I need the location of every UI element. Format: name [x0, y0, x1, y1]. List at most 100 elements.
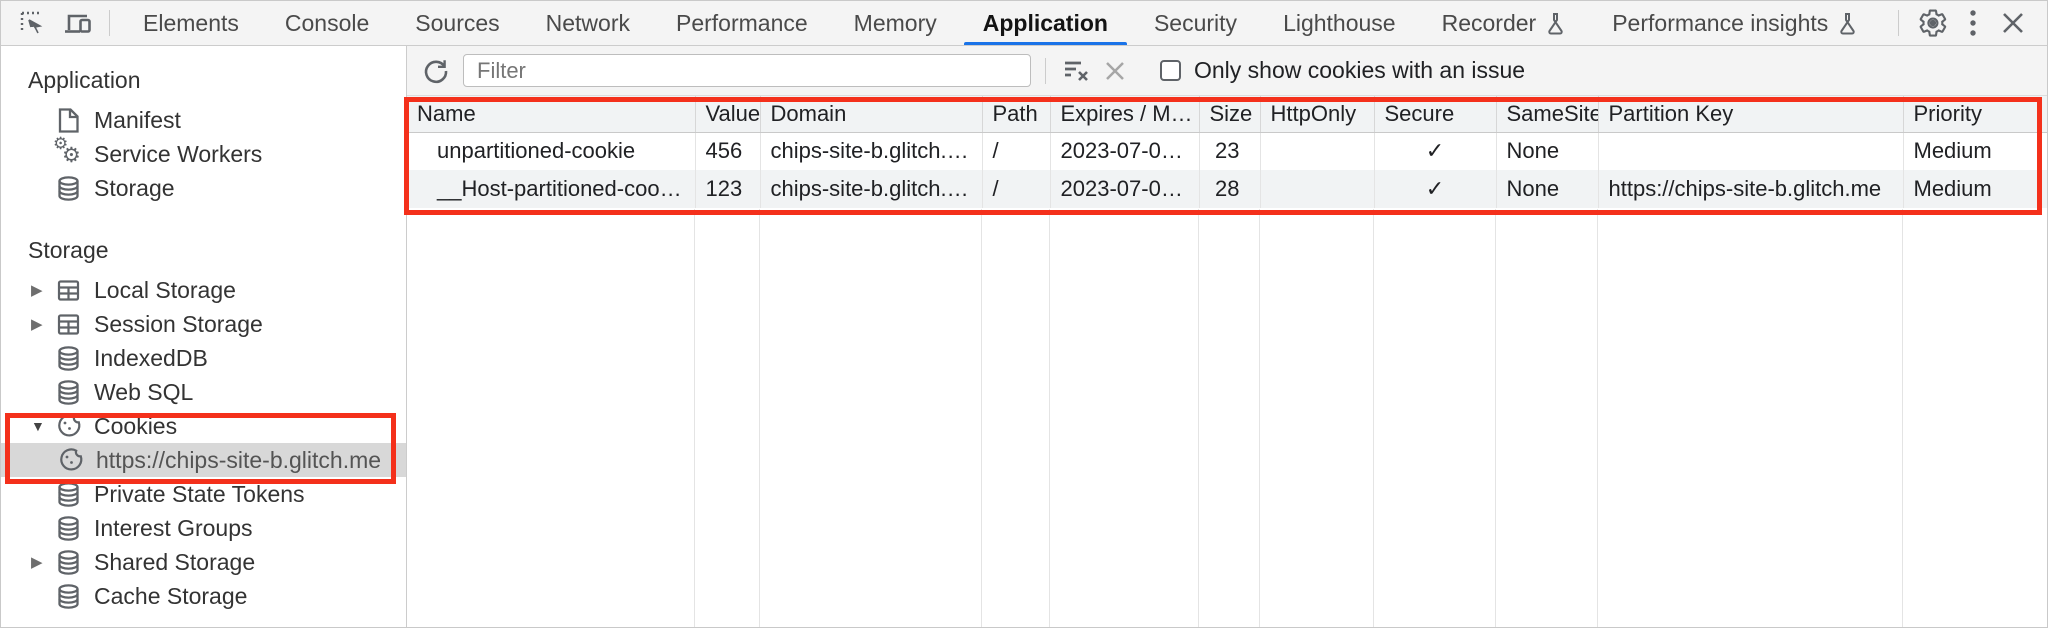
cookie-icon	[55, 413, 82, 440]
sidebar-item-manifest[interactable]: Manifest	[1, 103, 406, 137]
cell-size[interactable]: 23	[1199, 132, 1261, 170]
delete-cookie-icon[interactable]	[1096, 52, 1134, 90]
settings-gear-icon[interactable]	[1913, 3, 1953, 43]
column-header-samesite[interactable]: SameSite	[1496, 96, 1599, 133]
cell-secure[interactable]: ✓	[1374, 132, 1497, 170]
cell-partition-key[interactable]: https://chips-site-b.glitch.me	[1598, 170, 1904, 208]
tab-performance[interactable]: Performance	[676, 9, 808, 36]
sidebar-item-label: Interest Groups	[94, 514, 253, 541]
sidebar-item-storage[interactable]: Storage	[1, 171, 406, 205]
sidebar-item-cookies[interactable]: ▼ Cookies	[1, 409, 406, 443]
cell-httponly[interactable]	[1260, 170, 1375, 208]
cell-priority[interactable]: Medium	[1913, 138, 1992, 164]
cookies-toolbar: Only show cookies with an issue	[407, 46, 2047, 96]
cookies-panel: Only show cookies with an issue Name Val…	[407, 46, 2047, 627]
cell-httponly[interactable]	[1260, 132, 1375, 170]
cell-value[interactable]: 123	[695, 170, 761, 208]
service-workers-gears-icon: ⚙⚙	[53, 133, 81, 167]
column-header-name[interactable]: Name	[407, 96, 696, 133]
tab-sources[interactable]: Sources	[415, 9, 500, 36]
sidebar-item-shared-storage[interactable]: ▶ Shared Storage	[1, 545, 406, 579]
cell-samesite[interactable]: None	[1496, 170, 1599, 208]
sidebar-item-service-workers[interactable]: ⚙⚙ Service Workers	[1, 133, 406, 171]
more-options-icon[interactable]	[1953, 3, 1993, 43]
tab-performance-insights-label: Performance insights	[1612, 9, 1829, 36]
tab-elements[interactable]: Elements	[143, 9, 239, 36]
cell-name[interactable]: __Host-partitioned-cookie	[407, 170, 696, 208]
column-header-partition-key[interactable]: Partition Key	[1598, 96, 1904, 133]
toolbar-divider	[1045, 57, 1046, 84]
tab-security[interactable]: Security	[1153, 9, 1238, 36]
cell-path[interactable]: /	[982, 132, 1051, 170]
device-toolbar-icon[interactable]	[63, 8, 93, 38]
table-row[interactable]: unpartitioned-cookie 456 chips-site-b.gl…	[407, 132, 2047, 170]
database-icon	[55, 583, 82, 610]
database-icon	[55, 549, 82, 576]
cell-path[interactable]: /	[982, 170, 1051, 208]
devtools-tabbar: Elements Console Sources Network Perform…	[1, 1, 2047, 46]
cell-name[interactable]: unpartitioned-cookie	[407, 132, 696, 170]
cell-domain[interactable]: chips-site-b.glitch.me	[760, 132, 983, 170]
sidebar-item-local-storage[interactable]: ▶ Local Storage	[1, 273, 406, 307]
tab-lighthouse[interactable]: Lighthouse	[1283, 9, 1396, 36]
cell-samesite[interactable]: None	[1496, 132, 1599, 170]
chevron-right-icon[interactable]: ▶	[31, 554, 43, 571]
experiment-flask-icon	[1840, 12, 1856, 34]
table-header-row: Name Value Domain Path Expires / M… Size…	[407, 96, 2047, 133]
close-devtools-icon[interactable]	[1993, 3, 2033, 43]
tab-console[interactable]: Console	[284, 9, 370, 36]
refresh-icon[interactable]	[418, 53, 454, 89]
tab-network[interactable]: Network	[545, 9, 630, 36]
cell-domain[interactable]: chips-site-b.glitch.me	[760, 170, 983, 208]
cell-expires[interactable]: 2023-07-07…	[1050, 132, 1200, 170]
column-header-path[interactable]: Path	[982, 96, 1051, 133]
cell-partition-key[interactable]	[1598, 132, 1904, 170]
sidebar-item-cache-storage[interactable]: Cache Storage	[1, 579, 406, 613]
tab-application[interactable]: Application	[960, 1, 1131, 45]
tab-recorder[interactable]: Recorder	[1419, 1, 1590, 45]
tab-performance-insights[interactable]: Performance insights	[1589, 1, 1881, 45]
column-header-size[interactable]: Size	[1199, 96, 1261, 133]
sidebar-item-label: Cookies	[94, 412, 178, 439]
table-icon	[55, 277, 82, 304]
sidebar-item-interest-groups[interactable]: Interest Groups	[1, 511, 406, 545]
sidebar-item-private-state-tokens[interactable]: Private State Tokens	[1, 477, 406, 511]
cell-secure[interactable]: ✓	[1374, 170, 1497, 208]
chevron-down-icon[interactable]: ▼	[31, 418, 45, 434]
inspect-element-icon[interactable]	[17, 8, 47, 38]
filter-input[interactable]	[463, 54, 1031, 87]
application-sidebar: Application Manifest ⚙⚙ Service Workers	[1, 46, 407, 627]
cookies-table: Name Value Domain Path Expires / M… Size…	[407, 96, 2047, 208]
column-header-secure[interactable]: Secure	[1374, 96, 1497, 133]
column-header-httponly[interactable]: HttpOnly	[1260, 96, 1375, 133]
sidebar-item-label: Manifest	[94, 106, 181, 133]
sidebar-item-cookie-origin[interactable]: https://chips-site-b.glitch.me	[1, 443, 406, 477]
column-header-value[interactable]: Value	[695, 96, 761, 133]
sidebar-section-storage: Storage	[28, 237, 109, 263]
sidebar-item-label: Private State Tokens	[94, 480, 305, 507]
cell-value[interactable]: 456	[695, 132, 761, 170]
database-icon	[55, 481, 82, 508]
cell-priority[interactable]: Medium	[1903, 170, 2047, 208]
database-icon	[55, 175, 82, 202]
tabbar-divider	[109, 10, 110, 36]
sidebar-item-indexeddb[interactable]: IndexedDB	[1, 341, 406, 375]
clear-filter-icon[interactable]	[1058, 52, 1096, 90]
database-icon	[55, 345, 82, 372]
table-column-guides	[407, 209, 2047, 627]
cell-size[interactable]: 28	[1199, 170, 1261, 208]
chevron-right-icon[interactable]: ▶	[31, 316, 43, 333]
tab-memory[interactable]: Memory	[853, 9, 937, 36]
sidebar-item-session-storage[interactable]: ▶ Session Storage	[1, 307, 406, 341]
table-row[interactable]: __Host-partitioned-cookie 123 chips-site…	[407, 170, 2047, 208]
only-issues-checkbox[interactable]	[1160, 60, 1181, 81]
chevron-right-icon[interactable]: ▶	[31, 282, 43, 299]
column-header-domain[interactable]: Domain	[760, 96, 983, 133]
sidebar-section-application: Application	[28, 67, 141, 93]
sidebar-item-web-sql[interactable]: Web SQL	[1, 375, 406, 409]
column-header-priority[interactable]: Priority	[1903, 96, 2047, 133]
only-issues-label: Only show cookies with an issue	[1194, 57, 1526, 83]
cell-expires[interactable]: 2023-07-07…	[1050, 170, 1200, 208]
column-header-expires[interactable]: Expires / M…	[1050, 96, 1200, 133]
